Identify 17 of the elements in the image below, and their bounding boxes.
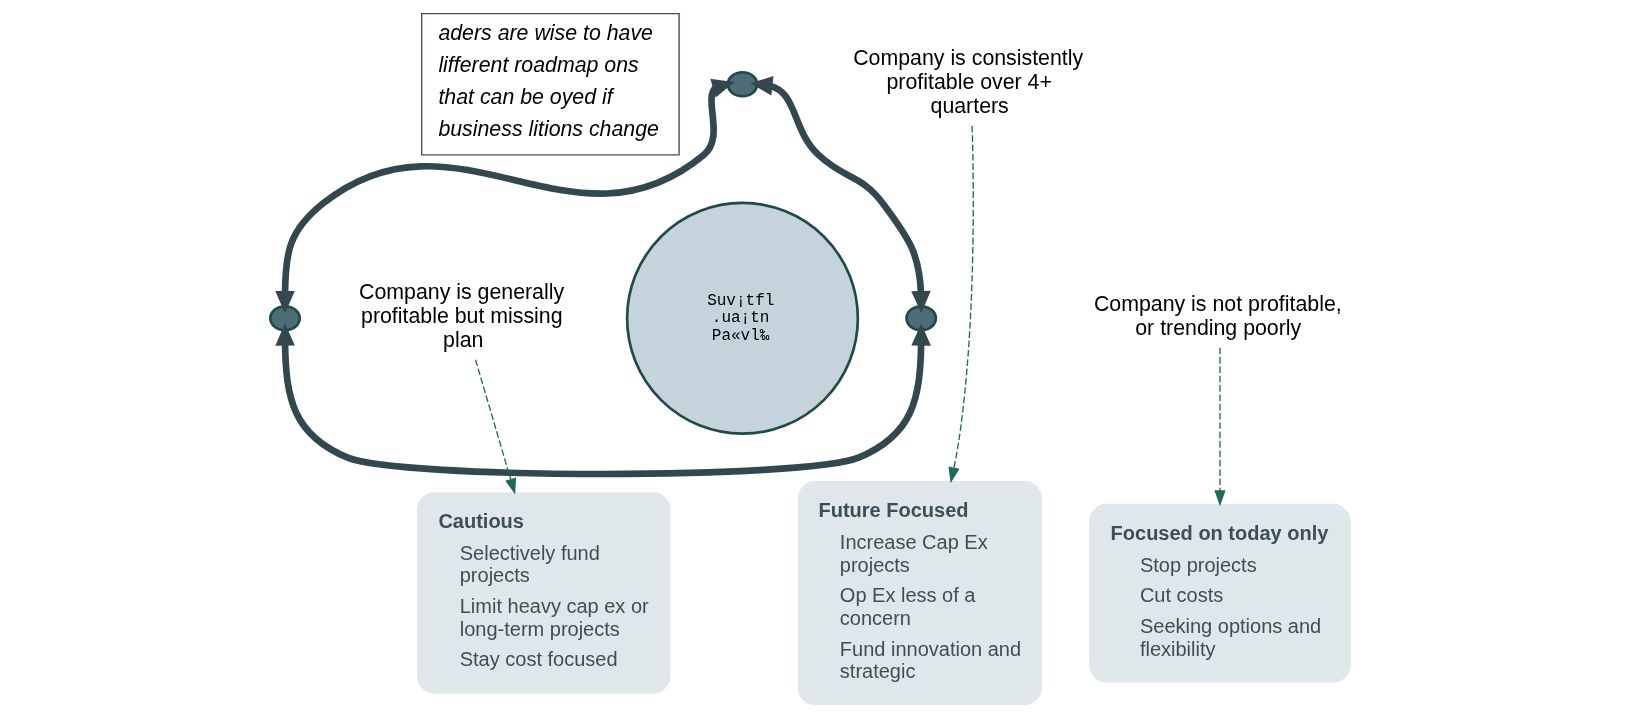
node-text: Company is consistently profitable over 4+ quarters — [853, 46, 1084, 119]
arrow — [474, 359, 517, 495]
node-text: Company is generally profitable but missing plan — [359, 280, 565, 353]
node-text: Company is not profitable, or trending poorly — [1093, 292, 1342, 341]
node-circle — [905, 305, 938, 332]
node-circle: Suv¡tfl .ua¡tn Pa«vl‰ — [625, 201, 860, 436]
arrow — [275, 78, 735, 314]
node-box: Future Focused Increase Cap Ex projects Op Ex less of a concern Fund innovation and strategic — [797, 481, 1042, 706]
arrow — [275, 323, 931, 478]
node-box: Focused on today only Stop projects Cut costs Seeking options and flexibility — [1089, 503, 1351, 683]
arrow — [1214, 347, 1226, 507]
node-circle — [269, 305, 301, 332]
arrow — [948, 125, 974, 484]
node-box: aders are wise to have lifferent roadmap ons that can be oyed if business litions change — [421, 12, 680, 156]
node-circle — [726, 70, 759, 98]
node-box: Cautious Selectively fund projects Limit heavy cap ex or long-term projects Stay cost focused — [417, 492, 671, 694]
arrow — [750, 76, 931, 314]
